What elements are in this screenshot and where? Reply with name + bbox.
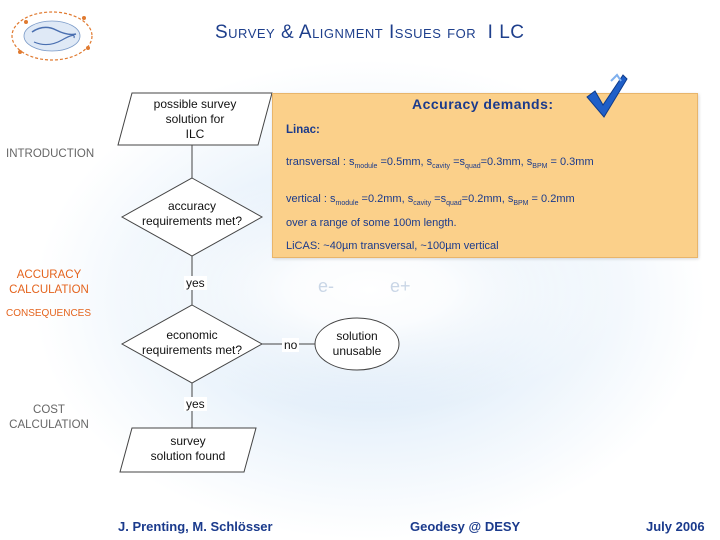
accuracy-panel bbox=[272, 93, 698, 258]
positron-label: e+ bbox=[390, 276, 411, 296]
side-label-accuracy-calculation: ACCURACY CALCULATION bbox=[8, 268, 90, 298]
decision2-line1: economic bbox=[166, 328, 218, 342]
result-line1: survey bbox=[170, 434, 206, 448]
vertical-t1: =0.2mm, s bbox=[358, 193, 414, 205]
result-line2: solution found bbox=[150, 449, 226, 463]
transversal-t3: =0.3mm, s bbox=[480, 156, 533, 168]
accuracy-heading: Accuracy demands: bbox=[412, 96, 554, 112]
yes-label-2: yes bbox=[184, 397, 207, 411]
decision2-text: economic requirements met? bbox=[132, 328, 252, 358]
footer-date: July 2006 bbox=[646, 519, 705, 534]
vertical-t4: = 0.2mm bbox=[528, 193, 575, 205]
vertical-prefix: vertical : s bbox=[286, 193, 336, 205]
transversal-line: transversal : smodule =0.5mm, scavity =s… bbox=[286, 156, 594, 170]
vertical-t3: =0.2mm, s bbox=[461, 193, 514, 205]
unusable-line1: solution bbox=[336, 329, 378, 343]
result-parallelogram bbox=[119, 427, 257, 473]
transversal-sub-cavity: cavity bbox=[432, 163, 451, 170]
transversal-t2: =s bbox=[450, 156, 466, 168]
vertical-sub-module: module bbox=[335, 200, 359, 207]
electron-label: e- bbox=[318, 276, 335, 296]
footer-institute: Geodesy @ DESY bbox=[410, 519, 521, 534]
side-label-cost-line1: COST bbox=[33, 404, 65, 416]
page-title: Survey & Alignment Issues for I LC bbox=[215, 22, 525, 44]
decision1-text: accuracy requirements met? bbox=[132, 199, 252, 229]
side-label-cost-line2: CALCULATION bbox=[9, 419, 89, 431]
no-label: no bbox=[282, 338, 300, 352]
start-line1: possible survey bbox=[153, 97, 237, 111]
vertical-t2: =s bbox=[431, 193, 447, 205]
transversal-sub-module: module bbox=[354, 163, 378, 170]
vertical-line: vertical : smodule =0.2mm, scavity =squa… bbox=[286, 193, 575, 207]
start-line2: solution for bbox=[165, 112, 225, 126]
start-line3: ILC bbox=[185, 127, 205, 141]
side-label-cost-calculation: COST CALCULATION bbox=[8, 403, 90, 433]
transversal-sub-bpm: BPM bbox=[532, 163, 548, 170]
transversal-t4: = 0.3mm bbox=[547, 156, 594, 168]
unusable-line2: unusable bbox=[332, 344, 382, 358]
decision1-line2: requirements met? bbox=[141, 214, 243, 228]
yes-label-1: yes bbox=[184, 276, 207, 290]
unusable-text: solution unusable bbox=[317, 329, 397, 359]
transversal-sub-quad: quad bbox=[465, 163, 481, 170]
side-label-consequences: CONSEQUENCES bbox=[6, 308, 92, 319]
footer-authors: J. Prenting, M. Schlösser bbox=[118, 519, 273, 534]
start-text: possible survey solution for ILC bbox=[132, 97, 258, 142]
vertical-sub-bpm: BPM bbox=[513, 200, 529, 207]
start-parallelogram bbox=[117, 92, 273, 146]
side-label-accuracy-line1: ACCURACY bbox=[16, 269, 82, 281]
decision1-line1: accuracy bbox=[167, 199, 217, 213]
licas-line: LiCAS: ~40µm transversal, ~100µm vertica… bbox=[286, 240, 499, 252]
transversal-t1: =0.5mm, s bbox=[377, 156, 433, 168]
side-label-accuracy-line2: CALCULATION bbox=[9, 284, 89, 296]
result-text: survey solution found bbox=[132, 434, 244, 464]
title-main: Survey & Alignment Issues for bbox=[215, 22, 477, 43]
decision2-line2: requirements met? bbox=[141, 343, 243, 357]
transversal-prefix: transversal : s bbox=[286, 156, 355, 168]
unusable-ellipse bbox=[314, 317, 400, 371]
checkmark-icon bbox=[586, 73, 628, 118]
linac-label: Linac: bbox=[286, 124, 320, 136]
vertical-sub-quad: quad bbox=[446, 200, 462, 207]
title-ilc: I LC bbox=[487, 22, 525, 43]
desy-logo bbox=[11, 11, 93, 61]
side-label-introduction: INTRODUCTION bbox=[6, 148, 95, 160]
range-line: over a range of some 100m length. bbox=[286, 217, 457, 229]
vertical-sub-cavity: cavity bbox=[413, 200, 432, 207]
